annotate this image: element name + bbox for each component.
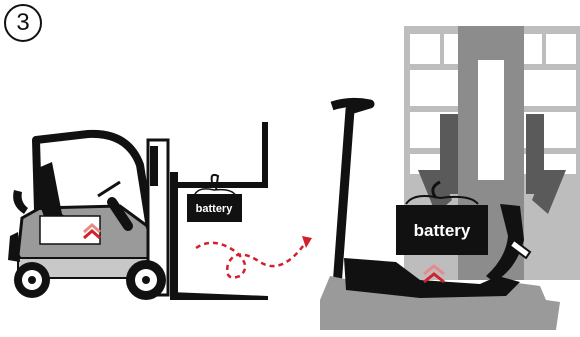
front-wheel: [126, 260, 166, 300]
rack-center-slot: [478, 60, 504, 180]
movement-arrow: [196, 236, 312, 278]
rear-wheel: [14, 262, 50, 298]
fork-lower: [170, 292, 268, 300]
forklift-rear-guard: [13, 190, 28, 214]
steering-wheel: [98, 182, 120, 196]
right-battery-label: battery: [414, 221, 471, 240]
dashed-arrow-path: [196, 242, 306, 278]
left-battery: battery: [187, 175, 242, 222]
forklift-counterweight: [8, 232, 20, 262]
fork-upright: [178, 122, 268, 188]
forklift-mast-inner: [150, 146, 158, 186]
fork-carriage: [170, 172, 178, 300]
left-battery-label: battery: [196, 203, 234, 215]
